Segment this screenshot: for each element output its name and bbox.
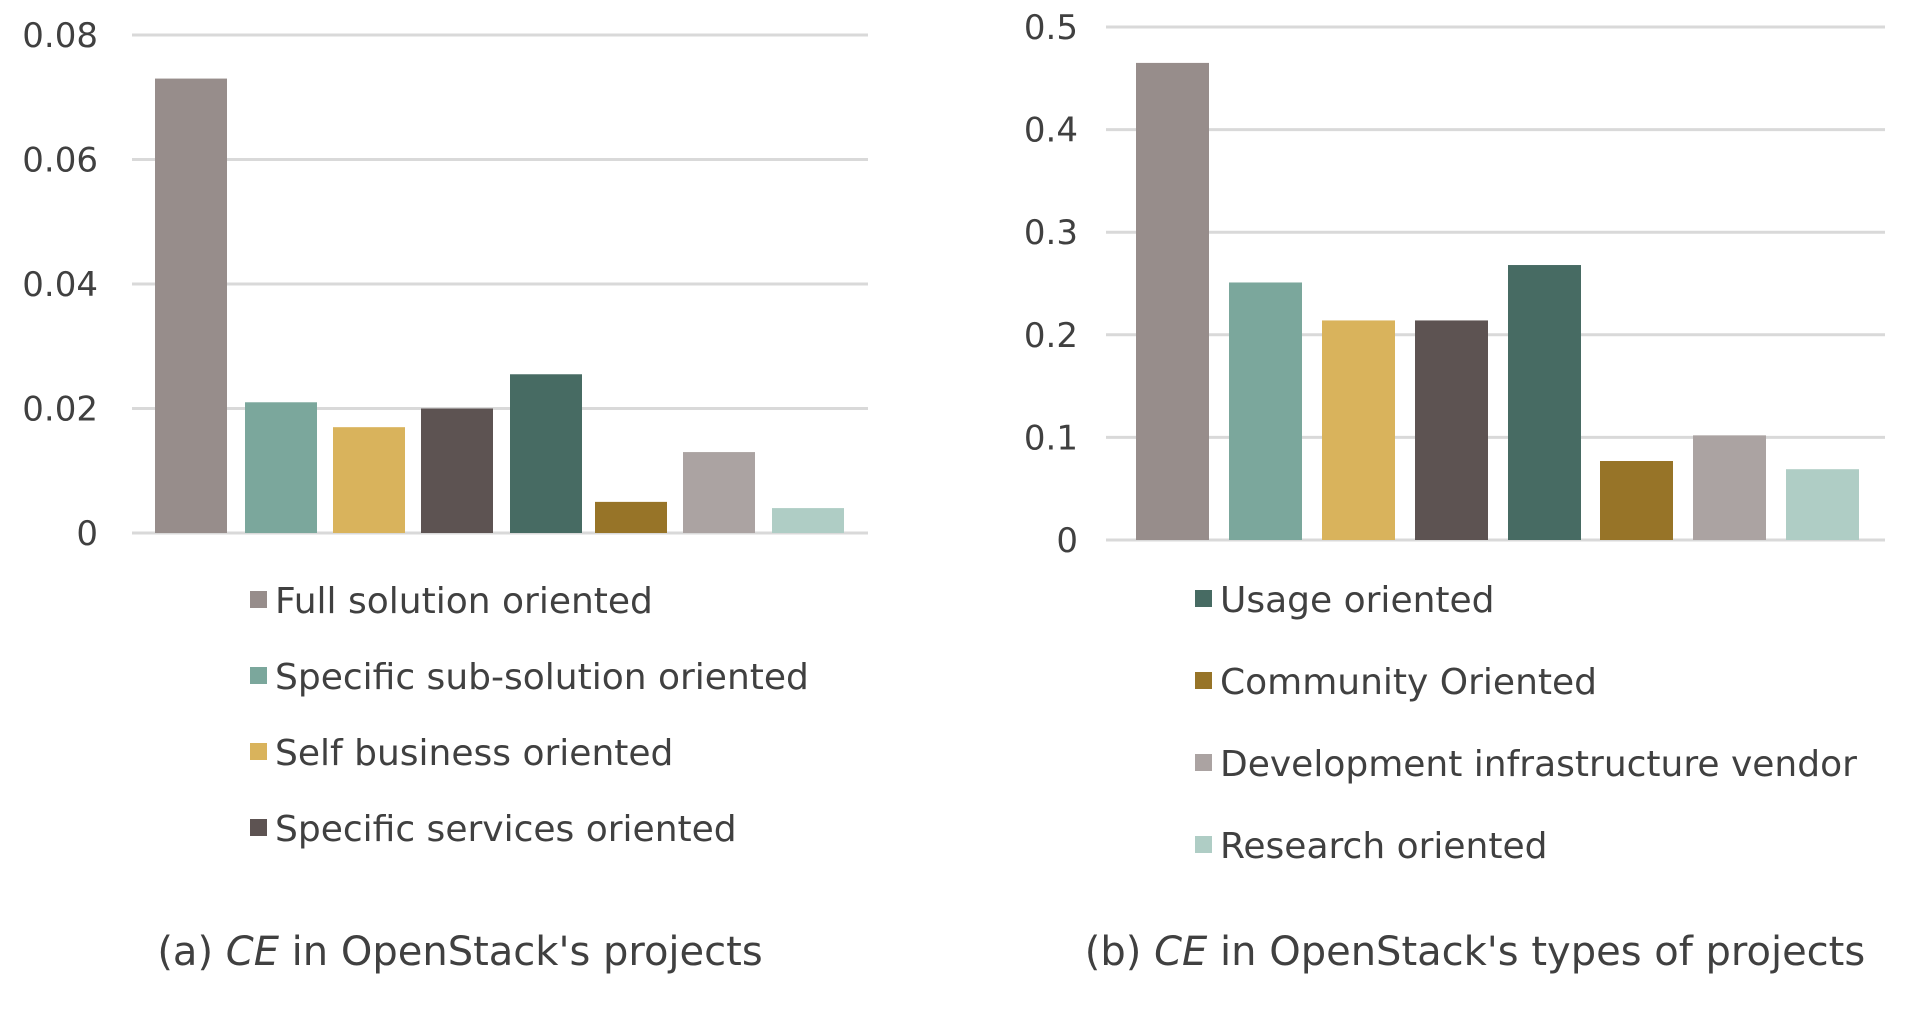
caption-rest: in OpenStack's types of projects: [1207, 929, 1865, 975]
y-tick-label: 0.3: [1024, 213, 1078, 253]
y-tick-label: 0.4: [1024, 111, 1078, 151]
legend-label: Usage oriented: [1220, 580, 1495, 621]
bar: [1322, 320, 1395, 540]
legend-swatch: [1195, 754, 1212, 771]
legend-swatch: [250, 819, 267, 836]
bar: [333, 427, 405, 533]
caption-rest: in OpenStack's projects: [279, 929, 763, 975]
bar: [421, 408, 493, 533]
bar: [595, 501, 667, 533]
legend-swatch: [1195, 672, 1212, 689]
bar: [1229, 282, 1302, 540]
legend-swatch: [250, 667, 267, 684]
caption-emphasis: CE: [226, 929, 280, 975]
bar: [1786, 469, 1859, 540]
legend-swatch: [1195, 836, 1212, 853]
y-tick-label: 0.04: [22, 265, 98, 305]
legend-label: Specific services oriented: [275, 809, 737, 850]
legend-label: Specific sub-solution oriented: [275, 657, 809, 698]
bar: [1693, 435, 1766, 540]
bar: [510, 374, 582, 533]
legend-label: Research oriented: [1220, 826, 1547, 867]
legend-swatch: [250, 743, 267, 760]
bar: [1508, 265, 1581, 540]
y-tick-label: 0.1: [1024, 418, 1078, 458]
legend-label: Community Oriented: [1220, 662, 1597, 703]
y-tick-label: 0.06: [22, 141, 98, 181]
chart-caption: (b) CE in OpenStack's types of projects: [1085, 929, 1865, 975]
bar: [155, 78, 227, 533]
bar: [1600, 460, 1673, 540]
y-tick-label: 0.02: [22, 390, 98, 430]
chart-caption: (a) CE in OpenStack's projects: [157, 929, 762, 975]
bar: [245, 402, 317, 533]
caption-prefix: (b): [1085, 929, 1154, 975]
legend-swatch: [1195, 590, 1212, 607]
legend-label: Full solution oriented: [275, 581, 653, 622]
legend-label: Development infrastructure vendor: [1220, 744, 1857, 785]
y-tick-label: 0.5: [1024, 8, 1078, 48]
bar: [1136, 62, 1209, 540]
legend-label: Self business oriented: [275, 733, 673, 774]
y-tick-label: 0.2: [1024, 316, 1078, 356]
bar: [772, 508, 844, 533]
y-tick-label: 0: [1056, 521, 1078, 561]
legend-swatch: [250, 591, 267, 608]
caption-prefix: (a): [157, 929, 225, 975]
y-tick-label: 0: [76, 514, 98, 554]
y-tick-label: 0.08: [22, 16, 98, 56]
bar: [683, 452, 755, 533]
bar: [1415, 320, 1488, 540]
caption-emphasis: CE: [1154, 929, 1208, 975]
